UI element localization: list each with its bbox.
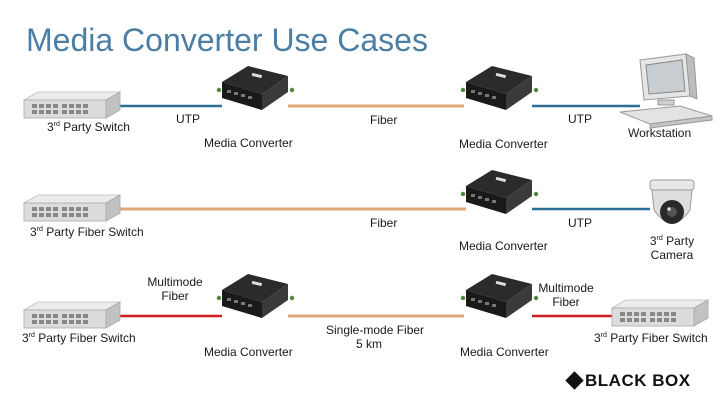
media-converter-label: Media Converter <box>459 137 548 151</box>
workstation-label: Workstation <box>628 126 692 140</box>
media-converter-icon <box>216 66 295 110</box>
switch-icon <box>23 301 121 329</box>
black-box-logo-icon: BLACK BOX <box>565 371 691 391</box>
media-converter-icon <box>460 274 539 318</box>
utp-label: UTP <box>176 112 200 126</box>
media-converter-label: Media Converter <box>204 136 293 150</box>
fiber-switch-label: 3rd Party Fiber Switch <box>594 331 708 345</box>
fiber-label: Fiber <box>370 113 398 127</box>
media-converter-label: Media Converter <box>204 345 293 359</box>
switch-icon <box>23 194 121 222</box>
switch-icon <box>23 91 121 119</box>
camera-label: 3rd Party Camera <box>649 234 695 262</box>
utp-label: UTP <box>568 216 592 230</box>
fiber-switch-label: 3rd Party Fiber Switch <box>22 331 136 345</box>
media-converter-icon <box>460 66 539 110</box>
media-converter-label: Media Converter <box>460 345 549 359</box>
fiber-switch-label: 3rd Party Fiber Switch <box>30 225 144 239</box>
utp-label: UTP <box>568 112 592 126</box>
camera-icon <box>649 179 695 224</box>
fiber-label: Fiber <box>370 216 398 230</box>
media-converter-icon <box>460 170 539 214</box>
switch-label: 3rd Party Switch <box>47 120 130 134</box>
media-converter-icon <box>216 274 295 318</box>
media-converter-label: Media Converter <box>459 239 548 253</box>
switch-icon <box>611 299 709 327</box>
workstation-icon <box>619 53 713 129</box>
page-title: Media Converter Use Cases <box>26 22 428 58</box>
